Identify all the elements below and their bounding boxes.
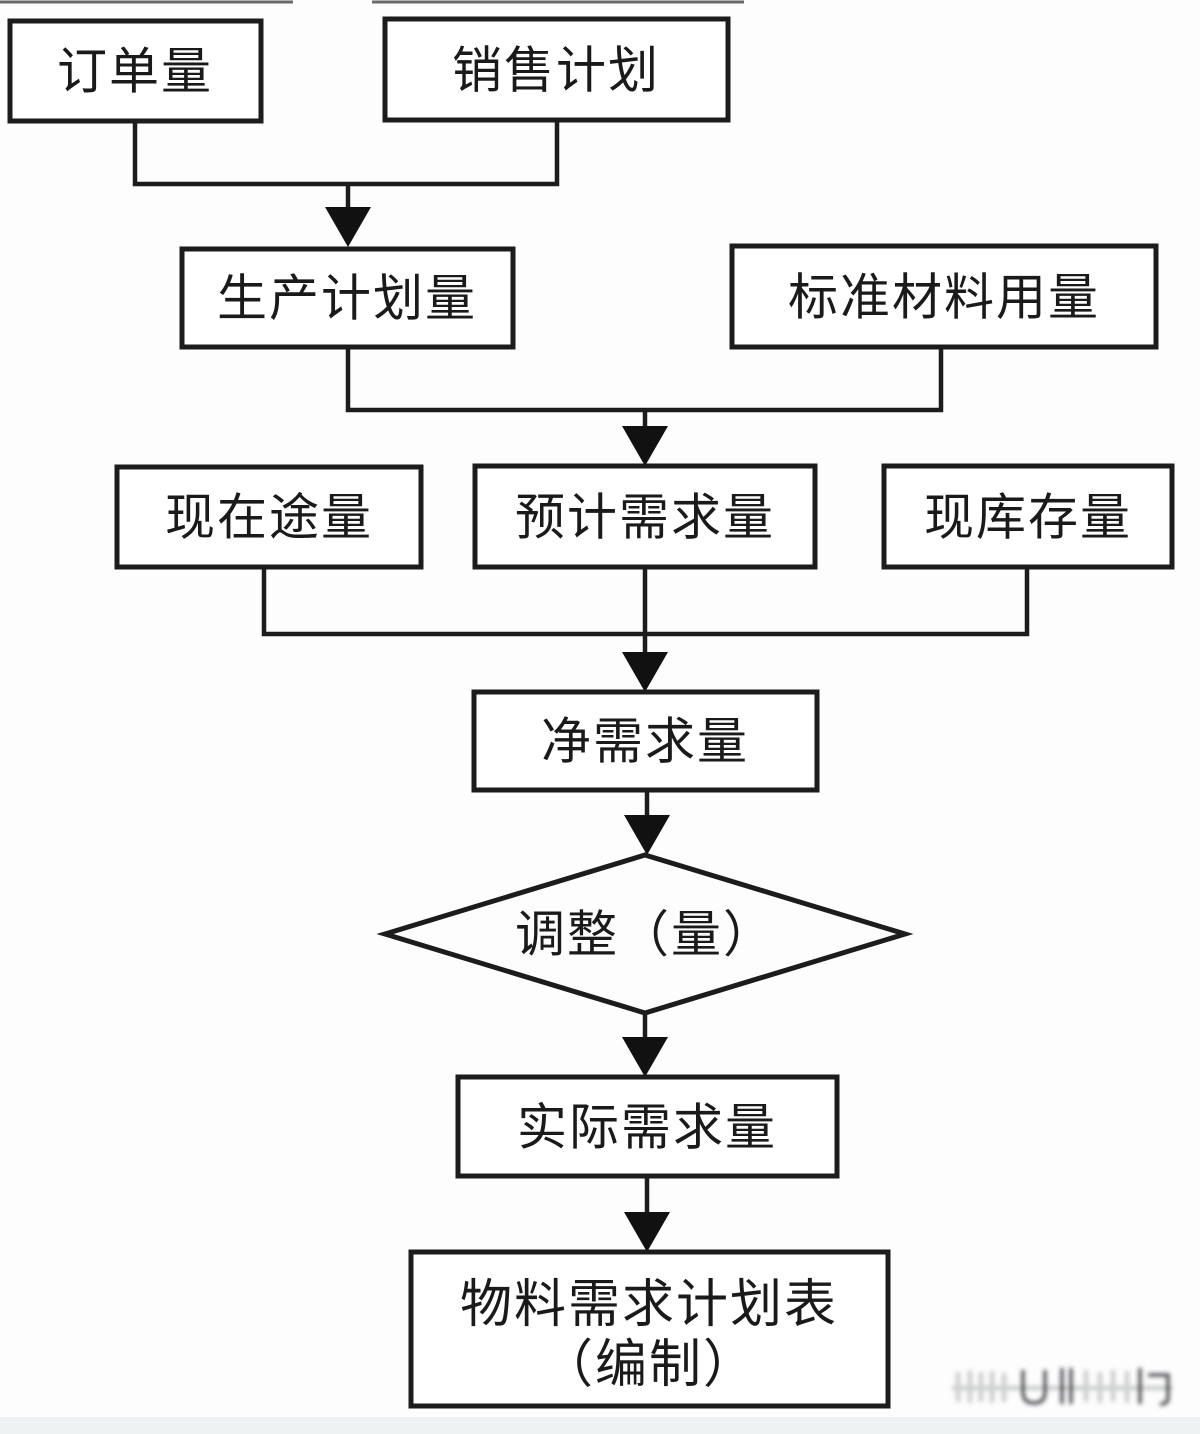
node-mrp-table-label-line1: 物料需求计划表 bbox=[460, 1277, 838, 1334]
connector-orders-sales-to-production bbox=[132, 120, 560, 247]
node-sales-plan-label: 销售计划 bbox=[452, 43, 660, 99]
arrow-into-mrp-table bbox=[624, 1212, 670, 1252]
node-order-quantity: 订单量 bbox=[7, 18, 264, 124]
connector-production-material-to-estimated bbox=[345, 347, 944, 466]
node-production-plan-quantity-label: 生产计划量 bbox=[217, 271, 477, 327]
node-net-demand-quantity: 净需求量 bbox=[471, 689, 820, 793]
connector-net-demand-to-adjustment bbox=[624, 790, 670, 855]
node-current-in-transit-quantity-label: 现在途量 bbox=[165, 490, 373, 546]
node-adjustment-quantity-label: 调整（量） bbox=[515, 907, 775, 963]
node-production-plan-quantity-box bbox=[179, 246, 516, 350]
node-sales-plan-box bbox=[382, 16, 731, 123]
node-order-quantity-label: 订单量 bbox=[57, 44, 213, 100]
node-estimated-demand-quantity: 预计需求量 bbox=[472, 463, 818, 570]
node-actual-demand-quantity-box bbox=[455, 1074, 840, 1179]
node-net-demand-quantity-label: 净需求量 bbox=[541, 714, 749, 770]
arrow-into-adjustment bbox=[624, 815, 670, 855]
node-mrp-table-box bbox=[408, 1249, 891, 1409]
node-current-inventory-quantity-label: 现库存量 bbox=[924, 490, 1132, 546]
arrow-into-actual-demand bbox=[622, 1037, 668, 1077]
node-current-in-transit-quantity: 现在途量 bbox=[114, 464, 424, 570]
node-production-plan-quantity: 生产计划量 bbox=[179, 246, 516, 350]
node-estimated-demand-quantity-box bbox=[472, 463, 818, 570]
connector-row3-to-net-demand bbox=[261, 567, 1030, 692]
arrow-into-net-demand bbox=[622, 652, 668, 692]
node-mrp-table-label-line2: （编制） bbox=[541, 1337, 757, 1394]
node-actual-demand-quantity: 实际需求量 bbox=[455, 1074, 840, 1179]
connector-adjustment-to-actual-demand bbox=[622, 1013, 668, 1077]
footer-strip bbox=[0, 1417, 1200, 1434]
node-adjustment-quantity: 调整（量） bbox=[376, 852, 914, 1016]
connector-actual-demand-to-mrp-table bbox=[624, 1176, 670, 1252]
arrow-into-production-plan bbox=[325, 207, 371, 247]
node-sales-plan: 销售计划 bbox=[382, 16, 731, 123]
node-actual-demand-quantity-label: 实际需求量 bbox=[517, 1100, 777, 1156]
node-order-quantity-box bbox=[7, 18, 264, 124]
node-adjustment-quantity-diamond bbox=[376, 852, 914, 1016]
node-estimated-demand-quantity-label: 预计需求量 bbox=[515, 490, 775, 546]
watermark bbox=[952, 1368, 1173, 1406]
node-current-inventory-quantity: 现库存量 bbox=[881, 463, 1175, 570]
node-net-demand-quantity-box bbox=[471, 689, 820, 793]
node-current-inventory-quantity-box bbox=[881, 463, 1175, 570]
node-standard-material-usage-box bbox=[729, 243, 1159, 350]
arrow-into-estimated-demand bbox=[622, 426, 668, 466]
node-standard-material-usage-label: 标准材料用量 bbox=[788, 270, 1100, 326]
node-standard-material-usage: 标准材料用量 bbox=[729, 243, 1159, 350]
node-current-in-transit-quantity-box bbox=[114, 464, 424, 570]
node-mrp-table: 物料需求计划表 （编制） bbox=[408, 1249, 891, 1409]
